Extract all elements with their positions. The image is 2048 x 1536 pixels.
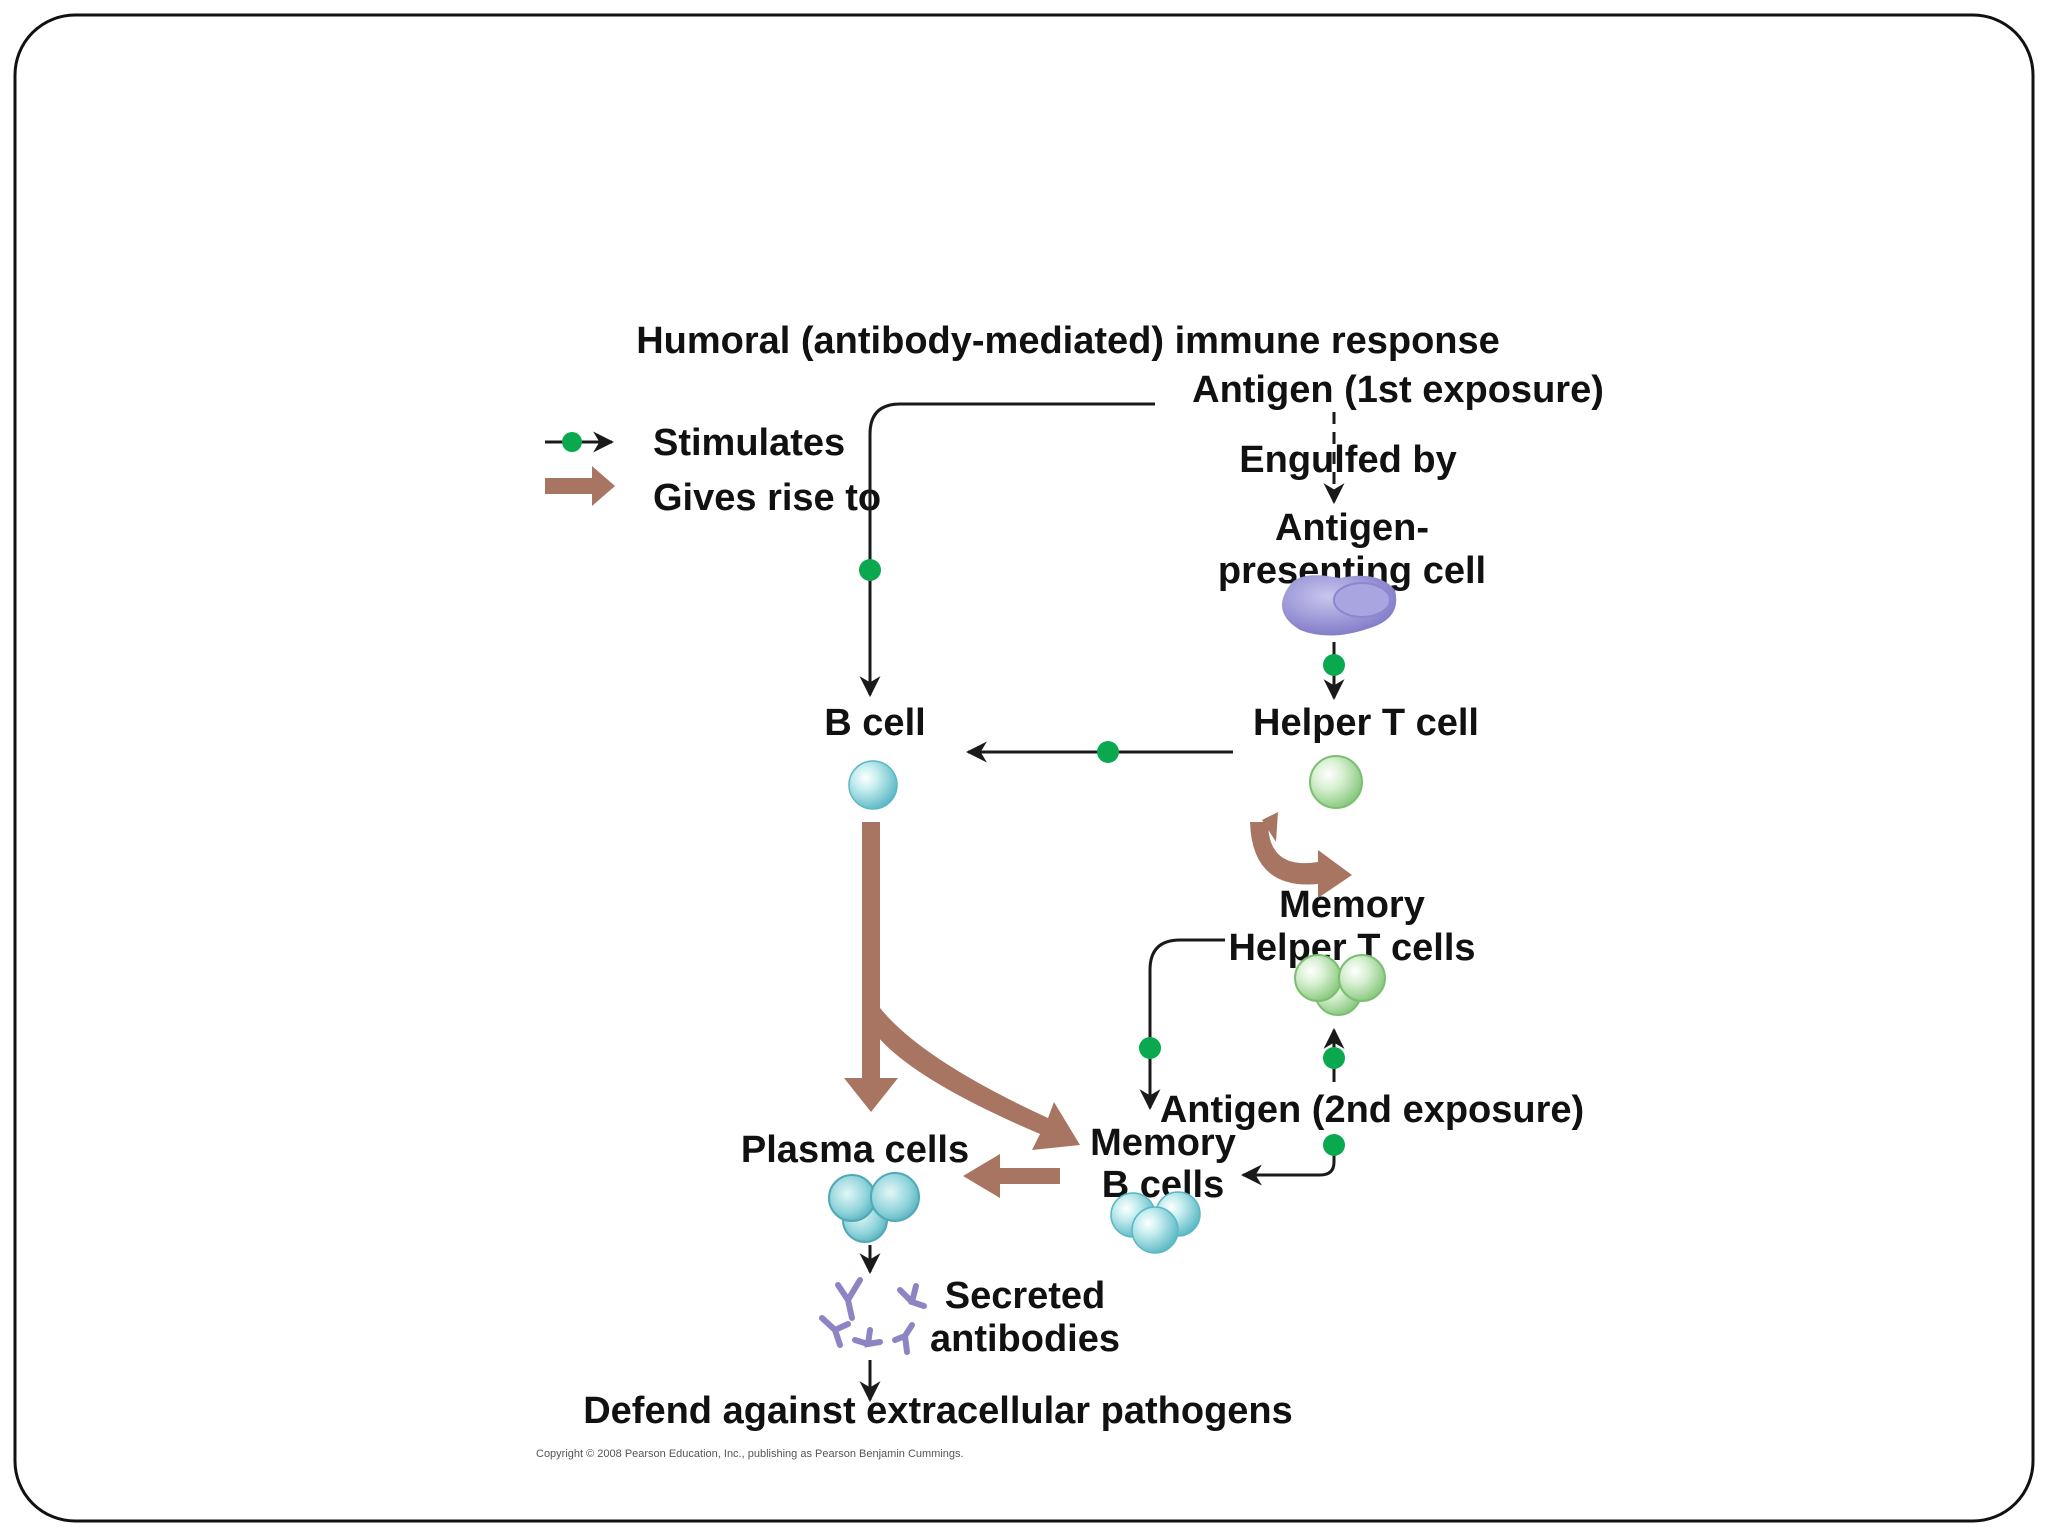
helper-t-cell-label: Helper T cell <box>1253 702 1479 744</box>
gives-rise-arrows <box>844 812 1352 1198</box>
legend-gives-rise-label: Gives rise to <box>653 477 881 519</box>
secreted-antibodies-label-line2: antibodies <box>930 1318 1120 1360</box>
copyright-text: Copyright © 2008 Pearson Education, Inc.… <box>536 1448 964 1460</box>
antibody-icon <box>897 1283 927 1309</box>
stimulate-dot <box>859 559 881 581</box>
stimulate-dot <box>1139 1037 1161 1059</box>
memory-b-cells-icon <box>1110 1191 1201 1254</box>
memory-t-to-antigen-arrow <box>1139 938 1225 1111</box>
b-cell-to-plasma-arrow <box>844 822 898 1112</box>
plasma-cells-icon <box>828 1172 920 1243</box>
helper-t-cell-icon <box>1309 755 1363 809</box>
plasma-cell <box>828 1174 876 1222</box>
memory-b-label-line1: Memory <box>1090 1122 1236 1164</box>
memory-b-to-plasma-arrow <box>963 1154 1060 1198</box>
helper-t-to-memory-t-arrow <box>1250 822 1352 898</box>
secreted-antibodies-label-line1: Secreted <box>945 1275 1106 1317</box>
memory-b-cell <box>1131 1206 1179 1254</box>
stimulate-connectors <box>859 402 1345 1403</box>
b-cell-to-memory-b-arrow <box>864 990 1080 1150</box>
diagram-title: Humoral (antibody-mediated) immune respo… <box>636 320 1500 362</box>
stimulate-dot <box>1097 741 1119 763</box>
b-cell-icon <box>848 760 898 810</box>
secreted-antibodies-icon <box>819 1277 927 1355</box>
legend-stimulates-label: Stimulates <box>653 422 845 464</box>
defend-pathogens-label: Defend against extracellular pathogens <box>583 1390 1293 1432</box>
plasma-cells-label: Plasma cells <box>741 1129 969 1171</box>
engulfed-by-label: Engulfed by <box>1239 439 1456 481</box>
memory-t-cell <box>1338 954 1386 1002</box>
antigen-to-b-cell-arrow <box>859 402 1155 698</box>
legend: Stimulates Gives rise to <box>545 422 881 519</box>
helper-t-arrow-tail <box>1262 812 1278 842</box>
antibody-icon <box>852 1327 883 1348</box>
apc-nucleus <box>1333 582 1391 618</box>
memory-helper-t-cells-icon <box>1294 954 1386 1016</box>
stimulate-dots <box>859 559 1345 1156</box>
memory-helper-t-label-line1: Memory <box>1279 884 1425 926</box>
antigen-to-memory-b-arrow <box>1240 1140 1336 1186</box>
antibody-icon <box>892 1322 915 1355</box>
stimulate-dot <box>1323 654 1345 676</box>
stimulate-dot <box>1323 1134 1345 1156</box>
b-cell-label: B cell <box>824 702 925 744</box>
antibody-icon <box>819 1315 851 1348</box>
antibody-icon <box>835 1277 863 1321</box>
antigen-presenting-cell <box>1282 575 1397 636</box>
slide-frame <box>13 13 2035 1523</box>
antigen-first-exposure-label: Antigen (1st exposure) <box>1192 369 1604 411</box>
antigen-second-exposure-label: Antigen (2nd exposure) <box>1160 1089 1584 1131</box>
apc-label-line1: Antigen- <box>1275 507 1429 549</box>
memory-t-cell <box>1294 954 1342 1002</box>
plasma-cell <box>870 1172 920 1222</box>
stimulate-dot <box>1323 1047 1345 1069</box>
legend-stimulates-dot <box>562 432 582 452</box>
legend-gives-rise-arrow <box>545 466 615 506</box>
